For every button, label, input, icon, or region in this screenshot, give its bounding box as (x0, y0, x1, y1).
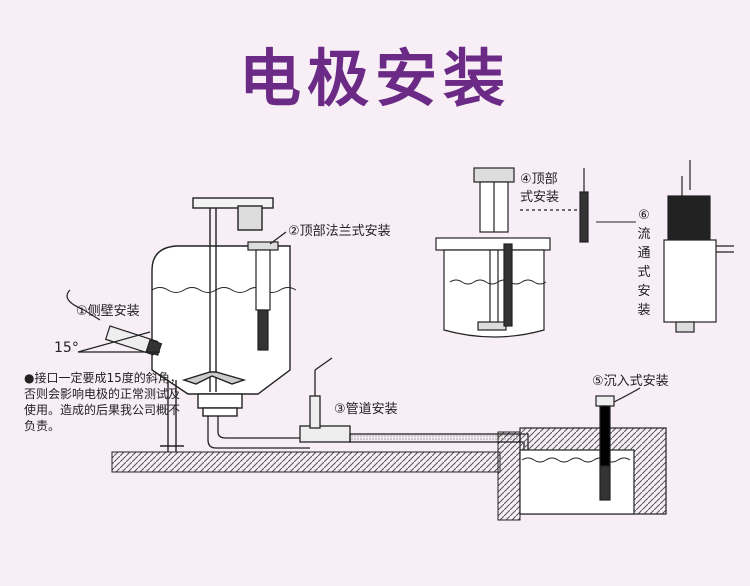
top-flange-electrode (247, 231, 287, 351)
label-pipeline: ③管道安装 (334, 402, 398, 417)
standalone-probe (520, 168, 589, 243)
label-angle: 15° (54, 340, 79, 356)
label-top-line2: 式安装 (520, 190, 560, 205)
ground (111, 431, 521, 521)
flow-through-cell (663, 160, 734, 333)
page-title: 电极安装 (238, 42, 511, 115)
label-flow-through: ⑥流通式安装 (637, 208, 651, 318)
immersion-tank (519, 387, 667, 515)
label-top-flange: ②顶部法兰式安装 (288, 224, 391, 239)
label-immersion: ⑤沉入式安装 (592, 374, 669, 389)
label-side-wall: ①侧壁安装 (76, 304, 140, 319)
top-mount-vessel (435, 167, 551, 338)
side-wall-electrode (66, 289, 163, 356)
label-top-line1: ④顶部 (520, 172, 558, 187)
warning-note: ●接口一定要成15度的斜角，否则会影响电极的正常测试及使用。造成的后果我公司概不… (24, 371, 182, 433)
pipeline (207, 357, 540, 461)
